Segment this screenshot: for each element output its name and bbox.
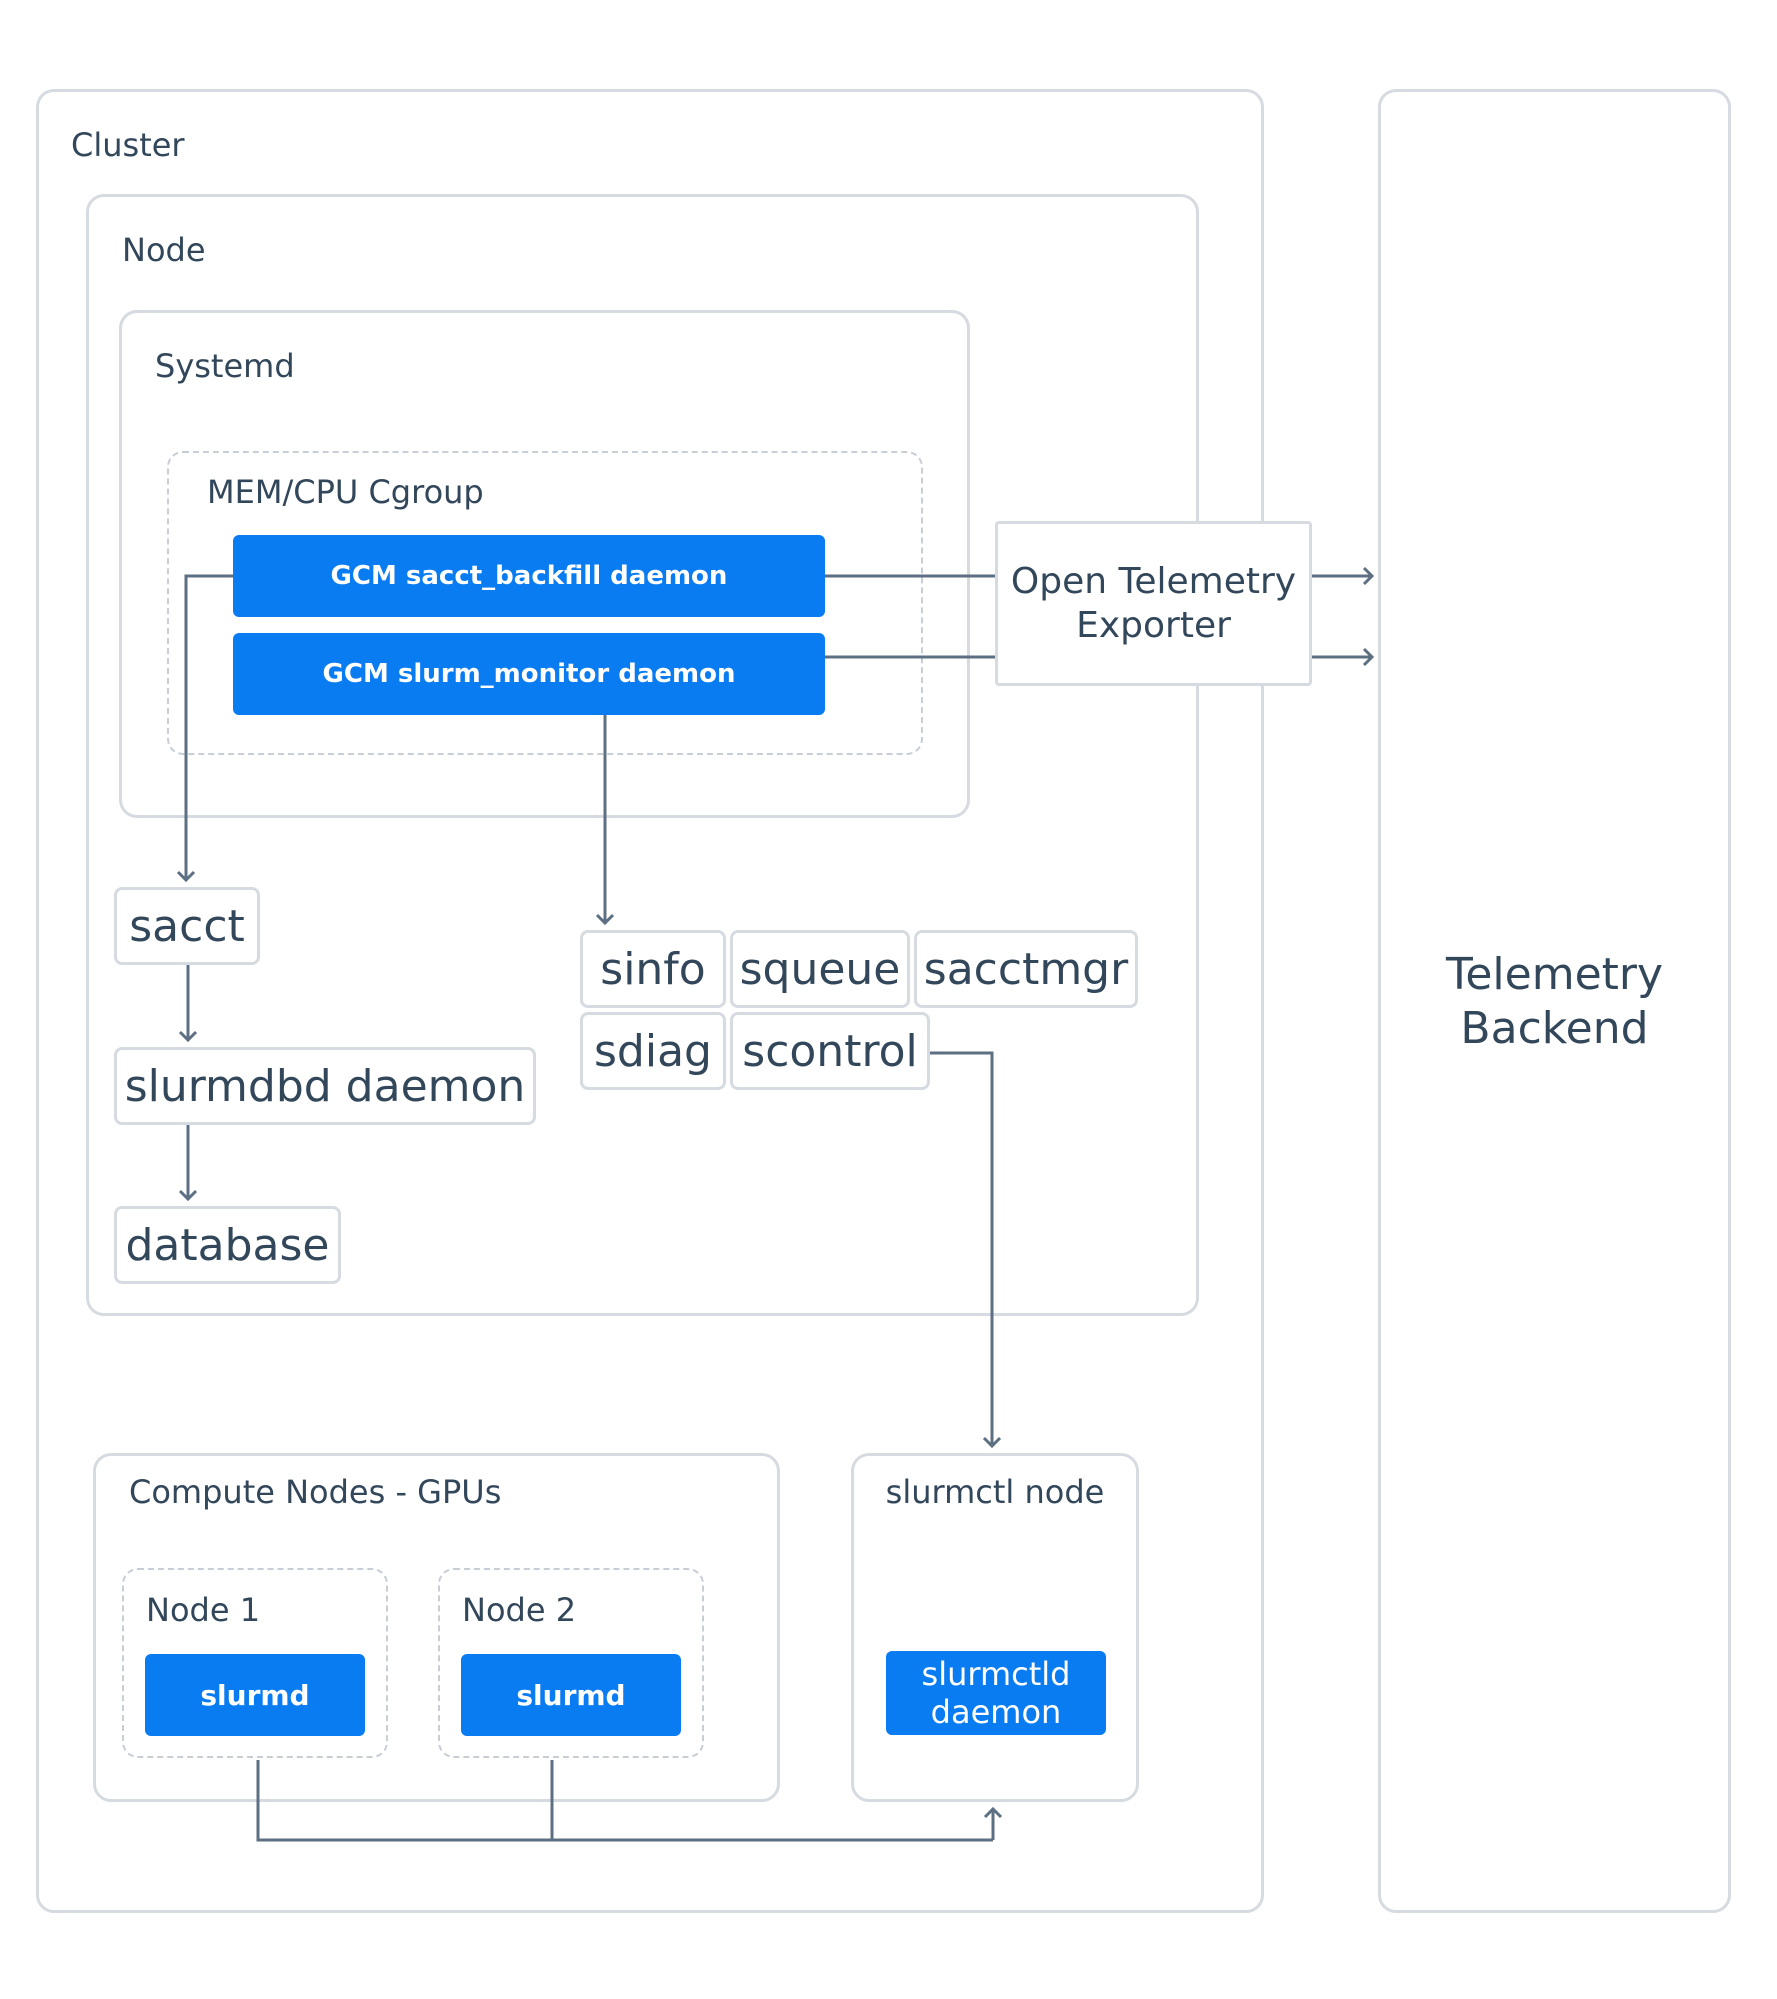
- systemd-label: Systemd: [155, 347, 295, 385]
- slurmd-node2[interactable]: slurmd: [461, 1654, 681, 1736]
- slurmd-node1-label: slurmd: [200, 1678, 310, 1712]
- node-box: [86, 194, 1199, 1316]
- node1-label: Node 1: [146, 1591, 261, 1629]
- slurmctl-node-box: [851, 1453, 1139, 1802]
- telemetry-backend-label: Telemetry Backend: [1378, 948, 1731, 1056]
- slurmd-node1[interactable]: slurmd: [145, 1654, 365, 1736]
- sacctmgr-box[interactable]: sacctmgr: [914, 930, 1138, 1008]
- systemd-box: [119, 310, 970, 818]
- cluster-box: [36, 89, 1264, 1913]
- slurmctld-daemon[interactable]: slurmctld daemon: [886, 1651, 1106, 1735]
- gcm-sacct-backfill-daemon[interactable]: GCM sacct_backfill daemon: [233, 535, 825, 617]
- exporter-label-line2: Exporter: [1076, 604, 1231, 646]
- telemetry-backend-box: [1378, 89, 1731, 1913]
- exporter-label-line1: Open Telemetry: [1010, 560, 1297, 602]
- compute-nodes-label: Compute Nodes - GPUs: [129, 1473, 502, 1511]
- cgroup-box: [167, 451, 923, 755]
- node2-box: [438, 1568, 704, 1758]
- line-slurmd1-down: [256, 1760, 993, 1842]
- gcm-sacct-backfill-label: GCM sacct_backfill daemon: [330, 561, 728, 591]
- cluster-label: Cluster: [71, 126, 185, 164]
- slurmctl-node-label: slurmctl node: [885, 1473, 1105, 1511]
- arrow-scontrol-to-slurmctl: [930, 1051, 1002, 1449]
- squeue-box[interactable]: squeue: [730, 930, 910, 1008]
- sdiag-box[interactable]: sdiag: [580, 1012, 726, 1090]
- database-box[interactable]: database: [114, 1206, 341, 1284]
- open-telemetry-exporter[interactable]: Open Telemetry Exporter: [995, 521, 1312, 686]
- slurmd-node2-label: slurmd: [516, 1678, 626, 1712]
- slurmdbd-daemon-box[interactable]: slurmdbd daemon: [114, 1047, 536, 1125]
- arrow-backfill-to-sacct: [176, 574, 233, 883]
- scontrol-box[interactable]: scontrol: [730, 1012, 930, 1090]
- slurmctld-label-line2: daemon: [930, 1693, 1062, 1731]
- telemetry-backend-label-line1: Telemetry: [1445, 949, 1664, 1000]
- slurmctld-label-line1: slurmctld: [921, 1655, 1071, 1693]
- gcm-slurm-monitor-label: GCM slurm_monitor daemon: [322, 659, 736, 689]
- compute-nodes-box: [93, 1453, 780, 1802]
- cgroup-label: MEM/CPU Cgroup: [207, 473, 484, 511]
- sacct-box[interactable]: sacct: [114, 887, 260, 965]
- telemetry-backend-label-line2: Backend: [1460, 1003, 1649, 1054]
- node1-box: [122, 1568, 388, 1758]
- node-label: Node: [122, 231, 206, 269]
- gcm-slurm-monitor-daemon[interactable]: GCM slurm_monitor daemon: [233, 633, 825, 715]
- node2-label: Node 2: [462, 1591, 577, 1629]
- sinfo-box[interactable]: sinfo: [580, 930, 726, 1008]
